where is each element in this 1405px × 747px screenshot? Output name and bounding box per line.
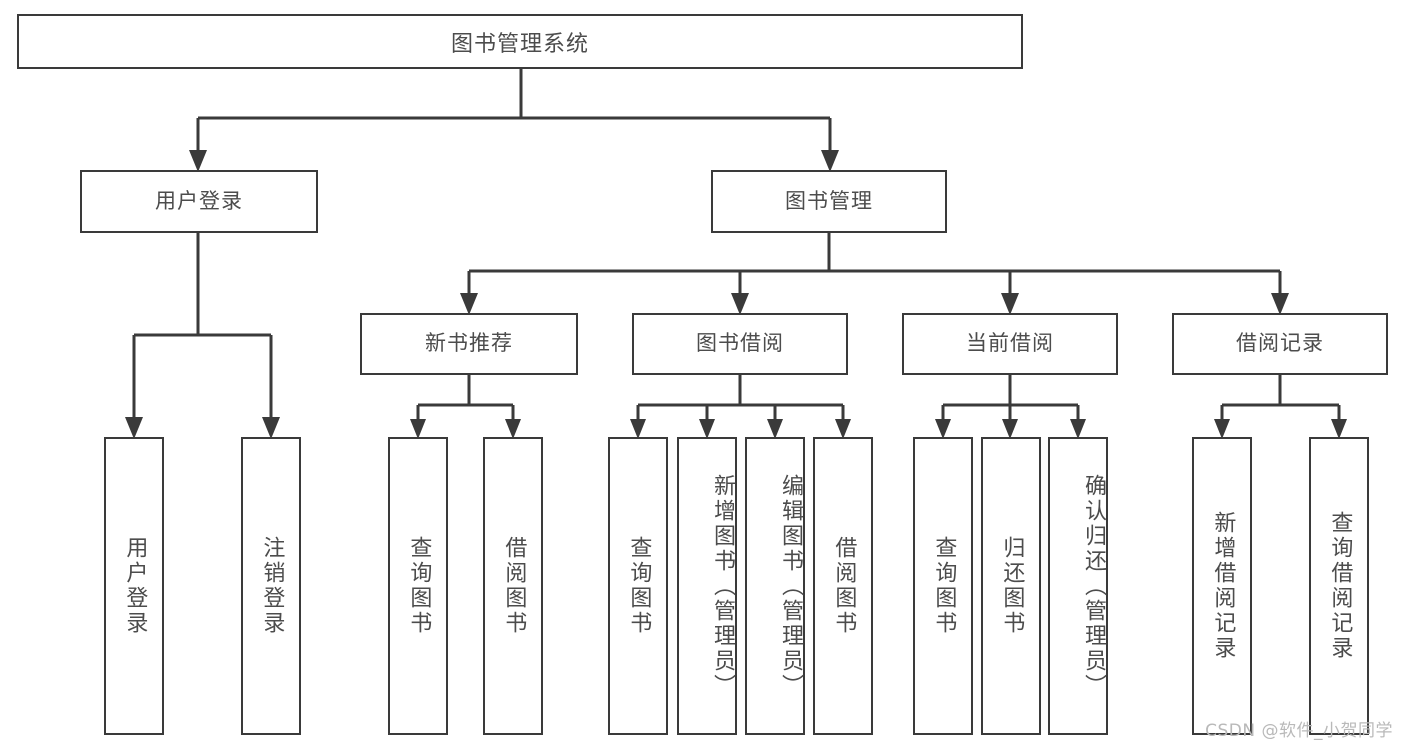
leaf-record-query-record[interactable]: 查询借阅记录 [1309, 437, 1369, 735]
arrow-newbook-l2 [505, 419, 521, 439]
leaf-user-login-signout[interactable]: 注销登录 [241, 437, 301, 735]
leaf-borrow-add-book-admin[interactable]: 新增图书（管理员） [677, 437, 737, 735]
arrow-userlogin-c2 [262, 417, 280, 439]
arrow-record-l1 [1214, 419, 1230, 439]
leaf-current-return-book[interactable]: 归还图书 [981, 437, 1041, 735]
leaf-record-add-record[interactable]: 新增借阅记录 [1192, 437, 1252, 735]
leaf-newbook-query-book[interactable]: 查询图书 [388, 437, 448, 735]
watermark-credit: CSDN @软件_小贺同学 [1205, 721, 1393, 741]
arrow-borrow-l3 [767, 419, 783, 439]
arrow-book-mgmt [821, 150, 839, 172]
node-current-borrow[interactable]: 当前借阅 [902, 313, 1118, 375]
arrow-currentborrow [1001, 293, 1019, 315]
arrow-userlogin-c1 [125, 417, 143, 439]
arrow-current-l1 [935, 419, 951, 439]
node-book-management[interactable]: 图书管理 [711, 170, 947, 233]
leaf-current-confirm-return-admin[interactable]: 确认归还（管理员） [1048, 437, 1108, 735]
node-root-system[interactable]: 图书管理系统 [17, 14, 1023, 69]
arrow-record-l2 [1331, 419, 1347, 439]
leaf-newbook-borrow-book[interactable]: 借阅图书 [483, 437, 543, 735]
arrow-current-l2 [1002, 419, 1018, 439]
leaf-borrow-query-book[interactable]: 查询图书 [608, 437, 668, 735]
arrow-user-login [189, 150, 207, 172]
arrow-newbook-l1 [410, 419, 426, 439]
leaf-borrow-edit-book-admin[interactable]: 编辑图书（管理员） [745, 437, 805, 735]
node-user-login[interactable]: 用户登录 [80, 170, 318, 233]
node-borrow-record[interactable]: 借阅记录 [1172, 313, 1388, 375]
arrow-borrow-l1 [630, 419, 646, 439]
leaf-current-query-book[interactable]: 查询图书 [913, 437, 973, 735]
arrow-newbook [460, 293, 478, 315]
leaf-borrow-borrow-book[interactable]: 借阅图书 [813, 437, 873, 735]
leaf-user-login-signin[interactable]: 用户登录 [104, 437, 164, 735]
arrow-borrow-l2 [699, 419, 715, 439]
node-book-borrow[interactable]: 图书借阅 [632, 313, 848, 375]
node-new-book-recommend[interactable]: 新书推荐 [360, 313, 578, 375]
arrow-borrowrecord [1271, 293, 1289, 315]
arrow-current-l3 [1070, 419, 1086, 439]
arrow-borrow-l4 [835, 419, 851, 439]
arrow-bookborrow [731, 293, 749, 315]
